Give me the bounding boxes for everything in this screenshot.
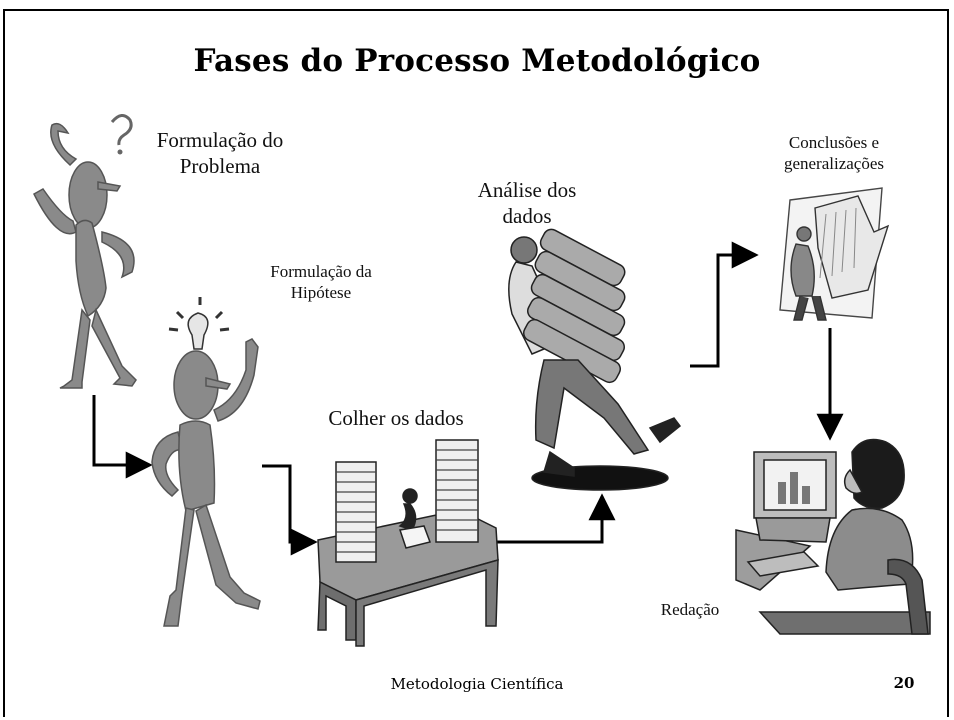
label-analysis-line-1: Análise dos [477,178,577,202]
label-hypothesis-line-1: Formulação da [270,262,372,281]
arrow-collect-to-analysis [492,493,616,544]
label-hypothesis: Formulação da Hipótese [246,262,396,303]
label-problem-line-1: Formulação do [156,128,284,152]
page-number: 20 [893,674,915,692]
woman-at-computer-icon [735,438,931,635]
arrow-hypothesis-to-collect [262,464,318,556]
man-carrying-books-icon [508,228,682,491]
label-conclusions-line-1: Conclusões e [788,133,880,152]
slide-frame [3,9,949,717]
label-conclusions: Conclusões e generalizações [754,133,914,174]
desk-papers-icon [317,439,499,647]
label-conclusions-line-2: generalizações [783,153,885,173]
flow-arrows [92,241,844,556]
arrow-analysis-to-conclusions [690,241,759,368]
thinking-person-icon [33,114,137,389]
label-writing: Redação [660,600,720,619]
idea-person-icon [151,297,261,627]
arrow-problem-to-hypothesis [92,395,153,479]
footer-text: Metodologia Científica [390,675,564,693]
label-collect: Colher os dados [328,406,464,430]
label-hypothesis-line-2: Hipótese [290,282,352,302]
person-reading-newspaper-icon [779,187,890,321]
label-problem-line-2: Problema [179,153,261,178]
label-analysis-line-2: dados [502,203,552,228]
label-problem: Formulação do Problema [134,128,306,179]
slide-title: Fases do Processo Metodológico [193,43,761,79]
label-analysis: Análise dos dados [452,178,602,229]
